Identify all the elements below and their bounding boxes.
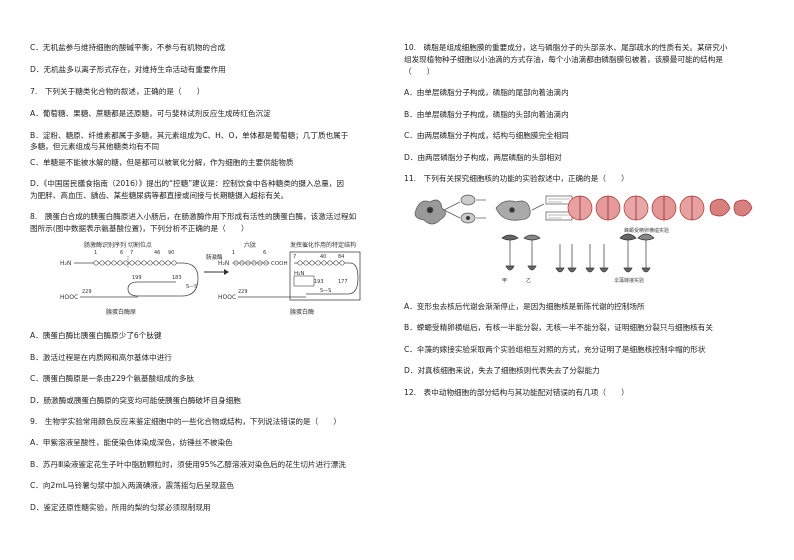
ss-bond-left: S—S: [186, 284, 197, 290]
trypsinogen-activation-diagram: 肠激酶识别序列 切割位点 1 6 7 46 90 H₂N 199 183 S—S…: [60, 241, 361, 316]
q7-option-c: C．单糖是不能被水解的糖，但是都可以被氧化分解，作为细胞的主要供能物质: [30, 158, 294, 167]
q11-option-d: D．对真核细胞来说，失去了细胞核则代表失去了分裂能力: [404, 366, 600, 375]
pos-90: 90: [168, 250, 174, 256]
q10-stem-line1: 10. 磷脂是组成细胞膜的重要成分，这与磷脂分子的头部亲水、尾部疏水的性质有关。…: [404, 43, 728, 52]
pos-6: 6: [120, 250, 123, 256]
q7-option-b-line1: B．淀粉、糖原、纤维素都属于多糖，其元素组成为C、H、O，单体都是葡萄糖；几丁质…: [30, 131, 349, 140]
q8-stem-line2: 图所示(图中数据表示氨基酸位置)，下列分析不正确的是（ ）: [30, 224, 249, 233]
q7-option-b-line2: 多糖，但元素组成与其他糖类均有不同: [30, 142, 160, 151]
h2n-left: H₂N: [60, 260, 71, 267]
q12-stem: 12. 表中动物细胞的部分结构与其功能配对错误的有几项（ ）: [404, 388, 629, 397]
q8-option-a: A．胰蛋白酶比胰蛋白酶原少了6个肽键: [30, 331, 162, 340]
nucleus-experiments-figure: 蝾螈受精卵横缢实验 甲 乙 伞藻嫁接实验: [414, 194, 753, 284]
hooc-right: HOOC: [218, 294, 236, 301]
hex-pos-1: 1: [232, 250, 235, 256]
q10-option-b: B．由单层磷脂分子构成，磷脂的头部向着油滴内: [404, 110, 569, 119]
pos-193: 193: [314, 279, 324, 285]
amoeba-experiment-illustration: [414, 194, 573, 225]
q10-option-a: A．由单层磷脂分子构成，磷脂的尾部向着油滴内: [404, 88, 569, 97]
pos-183: 183: [172, 275, 182, 281]
pos-177: 177: [338, 279, 348, 285]
q11-option-b: B．蝾螈受精卵横缢后，有核一半能分裂，无核一半不能分裂，证明细胞分裂只与细胞核有…: [404, 323, 713, 332]
cut-site-label: 肠激酶识别序列 切割位点: [84, 241, 152, 249]
pos-46: 46: [154, 250, 160, 256]
trypsinogen-caption: 胰蛋白酶原: [106, 308, 136, 316]
q8-option-c: C．胰蛋白酶原是一条由229个氨基酸组成的多肽: [30, 374, 195, 383]
h2n-trypsin: H₂N: [294, 271, 304, 277]
pos-229: 229: [82, 289, 92, 295]
acetabularia-grafting-illustration: [501, 233, 655, 273]
q6-option-d: D．无机盐多以离子形式存在，对维持生命活动有重要作用: [30, 65, 226, 74]
q8-option-d: D．肠激酶或胰蛋白酶原的突变均可能使胰蛋白酶破坏自身细胞: [30, 396, 241, 405]
q9-option-d: D．鉴定还原性糖实验，所用的梨的匀浆必须现制现用: [30, 503, 211, 512]
q10-stem-line2: 组发现植物种子细胞以小油滴的方式存油，每个小油滴都由磷脂膜包被着，该膜最可能的结…: [404, 55, 723, 64]
active-site-label: 发挥催化作用的特定结构: [290, 241, 356, 249]
q10-stem-line3: （ ）: [404, 67, 435, 76]
q6-option-c: C．无机盐参与维持细胞的酸碱平衡，不参与有机物的合成: [30, 43, 226, 52]
q8-stem-line1: 8. 胰蛋白合成的胰蛋白酶原进入小肠后，在肠激酶作用下形成有活性的胰蛋白酶，该激…: [30, 212, 357, 221]
pos-40: 40: [320, 254, 326, 260]
enteropeptidase-label: 肠激酶: [206, 253, 223, 261]
q7-stem: 7. 下列关于糖类化合物的叙述，正确的是（ ）: [30, 87, 205, 96]
q9-option-b: B．苏丹Ⅲ染液鉴定花生子叶中脂肪颗粒时，须使用95%乙醇溶液对染色后的花生切片进…: [30, 460, 346, 469]
q10-option-d: D．由两层磷脂分子构成，两层磷脂的头部相对: [404, 153, 562, 162]
pos-1: 1: [94, 250, 97, 256]
fig-caption-newt: 蝾螈受精卵横缢实验: [624, 227, 669, 234]
pos-7-right: 7: [293, 254, 296, 260]
fig-caption-acetabularia: 伞藻嫁接实验: [614, 277, 644, 284]
label-yi: 乙: [526, 277, 531, 284]
q7-option-a: A．葡萄糖、果糖、蔗糖都是还原糖，可与斐林试剂反应生成砖红色沉淀: [30, 109, 271, 118]
q9-option-a: A．甲紫溶液呈酸性，能使染色体染成深色，纺锤丝不被染色: [30, 438, 233, 447]
pos-84: 84: [338, 254, 344, 260]
cooh-label: COOH: [271, 261, 288, 267]
q8-option-b: B．激活过程是在内质网和高尔基体中进行: [30, 353, 172, 362]
h2n-hexapeptide: H₂N: [218, 260, 229, 267]
pos-199: 199: [132, 275, 142, 281]
hooc-left: HOOC: [60, 294, 78, 301]
label-jia: 甲: [502, 278, 507, 284]
q7-option-d-line2: 为肥胖、高血压、龋齿、某些糖尿病等都直接或间接与长期糖摄入超标有关。: [30, 191, 289, 200]
q7-option-d-line1: D．《中国居民膳食指南（2016）》提出的“控糖”建议是：控制饮食中各种糖类的摄…: [30, 179, 344, 188]
newt-egg-ligation-illustration: [567, 195, 753, 221]
pos-229-right: 229: [238, 289, 248, 295]
pos-7: 7: [130, 250, 133, 256]
hexapeptide-label: 六肽: [244, 241, 256, 249]
q9-stem: 9. 生物学实验常用颜色反应来鉴定细胞中的一些化合物或结构，下列说法错误的是（ …: [30, 417, 341, 426]
q9-option-c: C．向2mL马铃薯匀浆中加入两滴碘液，震荡摇匀后呈现蓝色: [30, 481, 235, 490]
hex-pos-6: 6: [263, 250, 266, 256]
ss-bond-right: S—S: [320, 288, 331, 294]
q11-option-a: A．变形虫去核后代谢会渐渐停止，是因为细胞核是新陈代谢的控制场所: [404, 302, 645, 311]
trypsin-caption: 胰蛋白酶: [290, 308, 314, 316]
q11-option-c: C．伞藻的嫁接实验采取两个实验组相互对照的方式，充分证明了是细胞核控制伞帽的形状: [404, 345, 706, 354]
q11-stem: 11. 下列有关探究细胞核的功能的实验叙述中，正确的是（ ）: [404, 174, 629, 183]
q10-option-c: C．由两层磷脂分子构成，结构与细胞膜完全相同: [404, 131, 569, 140]
